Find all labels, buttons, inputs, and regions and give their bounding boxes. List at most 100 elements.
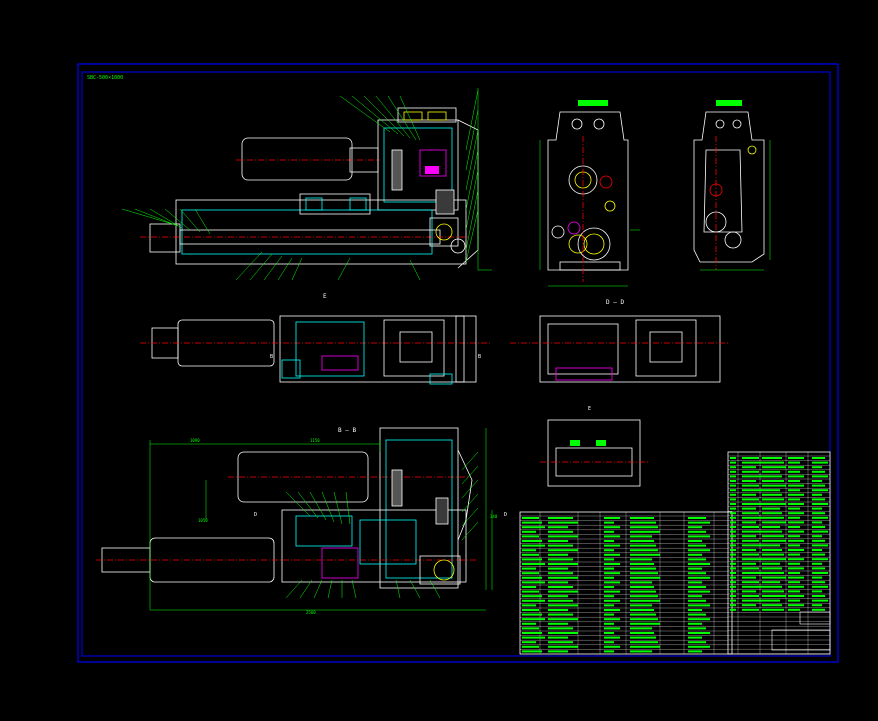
table-cell-text — [742, 475, 762, 478]
table-cell-text — [742, 461, 762, 464]
table-cell-text — [762, 493, 782, 496]
table-cell-text — [730, 544, 736, 547]
table-cell-text — [742, 493, 756, 496]
table-cell-text — [742, 530, 762, 533]
table-cell-text — [762, 521, 786, 524]
table-cell-text — [742, 595, 759, 597]
table-cell-text — [604, 549, 614, 552]
table-cell-text — [742, 484, 759, 487]
table-cell-text — [522, 530, 536, 533]
table-cell-text — [630, 650, 652, 653]
table-cell-text — [522, 645, 539, 648]
table-cell-text — [742, 526, 759, 528]
table-cell-text — [742, 604, 756, 607]
table-cell-text — [548, 517, 573, 519]
table-cell-text — [742, 585, 762, 588]
table-cell-text — [548, 544, 573, 547]
table-cell-text — [730, 498, 736, 501]
table-cell-text — [604, 613, 614, 616]
section-label-d-right: D — [504, 512, 507, 518]
table-cell-text — [762, 599, 780, 602]
table-cell-text — [688, 586, 706, 588]
table-cell-text — [742, 466, 756, 469]
table-cell-text — [730, 581, 736, 584]
table-cell-text — [762, 553, 784, 556]
table-cell-text — [548, 549, 578, 552]
table-cell-text — [630, 521, 656, 524]
table-cell-text — [742, 470, 759, 473]
table-cell-text — [812, 489, 828, 492]
table-cell-text — [812, 581, 825, 584]
table-cell-text — [688, 581, 702, 584]
outer-border — [77, 63, 839, 663]
table-cell-text — [630, 622, 660, 625]
table-cell-text — [730, 539, 736, 542]
table-cell-text — [812, 493, 822, 496]
table-cell-text — [630, 613, 656, 616]
table-cell-text — [688, 627, 706, 630]
table-cell-text — [788, 539, 804, 542]
table-cell-text — [522, 521, 542, 524]
table-cell-text — [742, 480, 756, 482]
table-cell-text — [730, 562, 736, 565]
table-cell-text — [548, 540, 568, 542]
table-cell-text — [788, 558, 804, 561]
table-cell-text — [762, 608, 784, 611]
table-cell-text — [812, 526, 825, 528]
table-cell-text — [548, 576, 578, 579]
table-cell-text — [548, 627, 573, 630]
table-cell-text — [762, 562, 780, 565]
table-cell-text — [812, 544, 828, 547]
table-cell-text — [730, 526, 736, 528]
table-cell-text — [630, 572, 658, 575]
table-cell-text — [788, 507, 800, 510]
table-cell-text — [522, 590, 539, 593]
table-cell-text — [762, 475, 782, 478]
table-cell-text — [788, 457, 804, 459]
table-cell-text — [688, 613, 706, 616]
table-cell-text — [522, 553, 539, 556]
table-cell-text — [604, 632, 614, 634]
table-cell-text — [788, 572, 800, 574]
table-cell-text — [604, 618, 620, 621]
table-cell-text — [688, 636, 702, 639]
main-section-view — [121, 88, 492, 281]
table-cell-text — [630, 535, 652, 538]
table-cell-text — [742, 489, 762, 492]
table-cell-text — [730, 516, 736, 519]
section-label-e-top: E — [323, 293, 327, 300]
table-cell-text — [742, 599, 762, 602]
table-cell-text — [630, 563, 654, 565]
table-cell-text — [812, 604, 822, 607]
table-cell-text — [604, 544, 620, 547]
section-label-bb: B – B — [338, 427, 356, 434]
table-cell-text — [604, 530, 614, 533]
section-e-small-view — [540, 419, 650, 487]
table-cell-text — [742, 553, 759, 556]
table-cell-text — [762, 516, 784, 519]
table-cell-text — [762, 480, 784, 482]
table-cell-text — [730, 484, 736, 487]
table-cell-text — [548, 645, 578, 648]
table-cell-text — [730, 558, 736, 561]
table-cell-text — [762, 484, 786, 487]
table-cell-text — [522, 622, 536, 625]
table-cell-text — [688, 558, 706, 561]
table-cell-text — [604, 595, 614, 598]
table-cell-text — [548, 586, 573, 588]
table-cell-text — [688, 576, 710, 579]
dim-upper-length: 1090 — [190, 438, 200, 443]
table-cell-text — [762, 567, 782, 570]
table-cell-text — [730, 493, 736, 496]
table-cell-text — [742, 581, 759, 584]
table-cell-text — [522, 563, 545, 565]
table-cell-text — [730, 503, 736, 505]
table-cell-text — [630, 544, 656, 547]
table-cell-text — [730, 576, 736, 579]
table-cell-text — [548, 641, 573, 644]
section-e-view — [140, 315, 490, 385]
table-cell-text — [688, 650, 702, 653]
table-cell-text — [762, 457, 782, 459]
table-cell-text — [788, 484, 804, 487]
